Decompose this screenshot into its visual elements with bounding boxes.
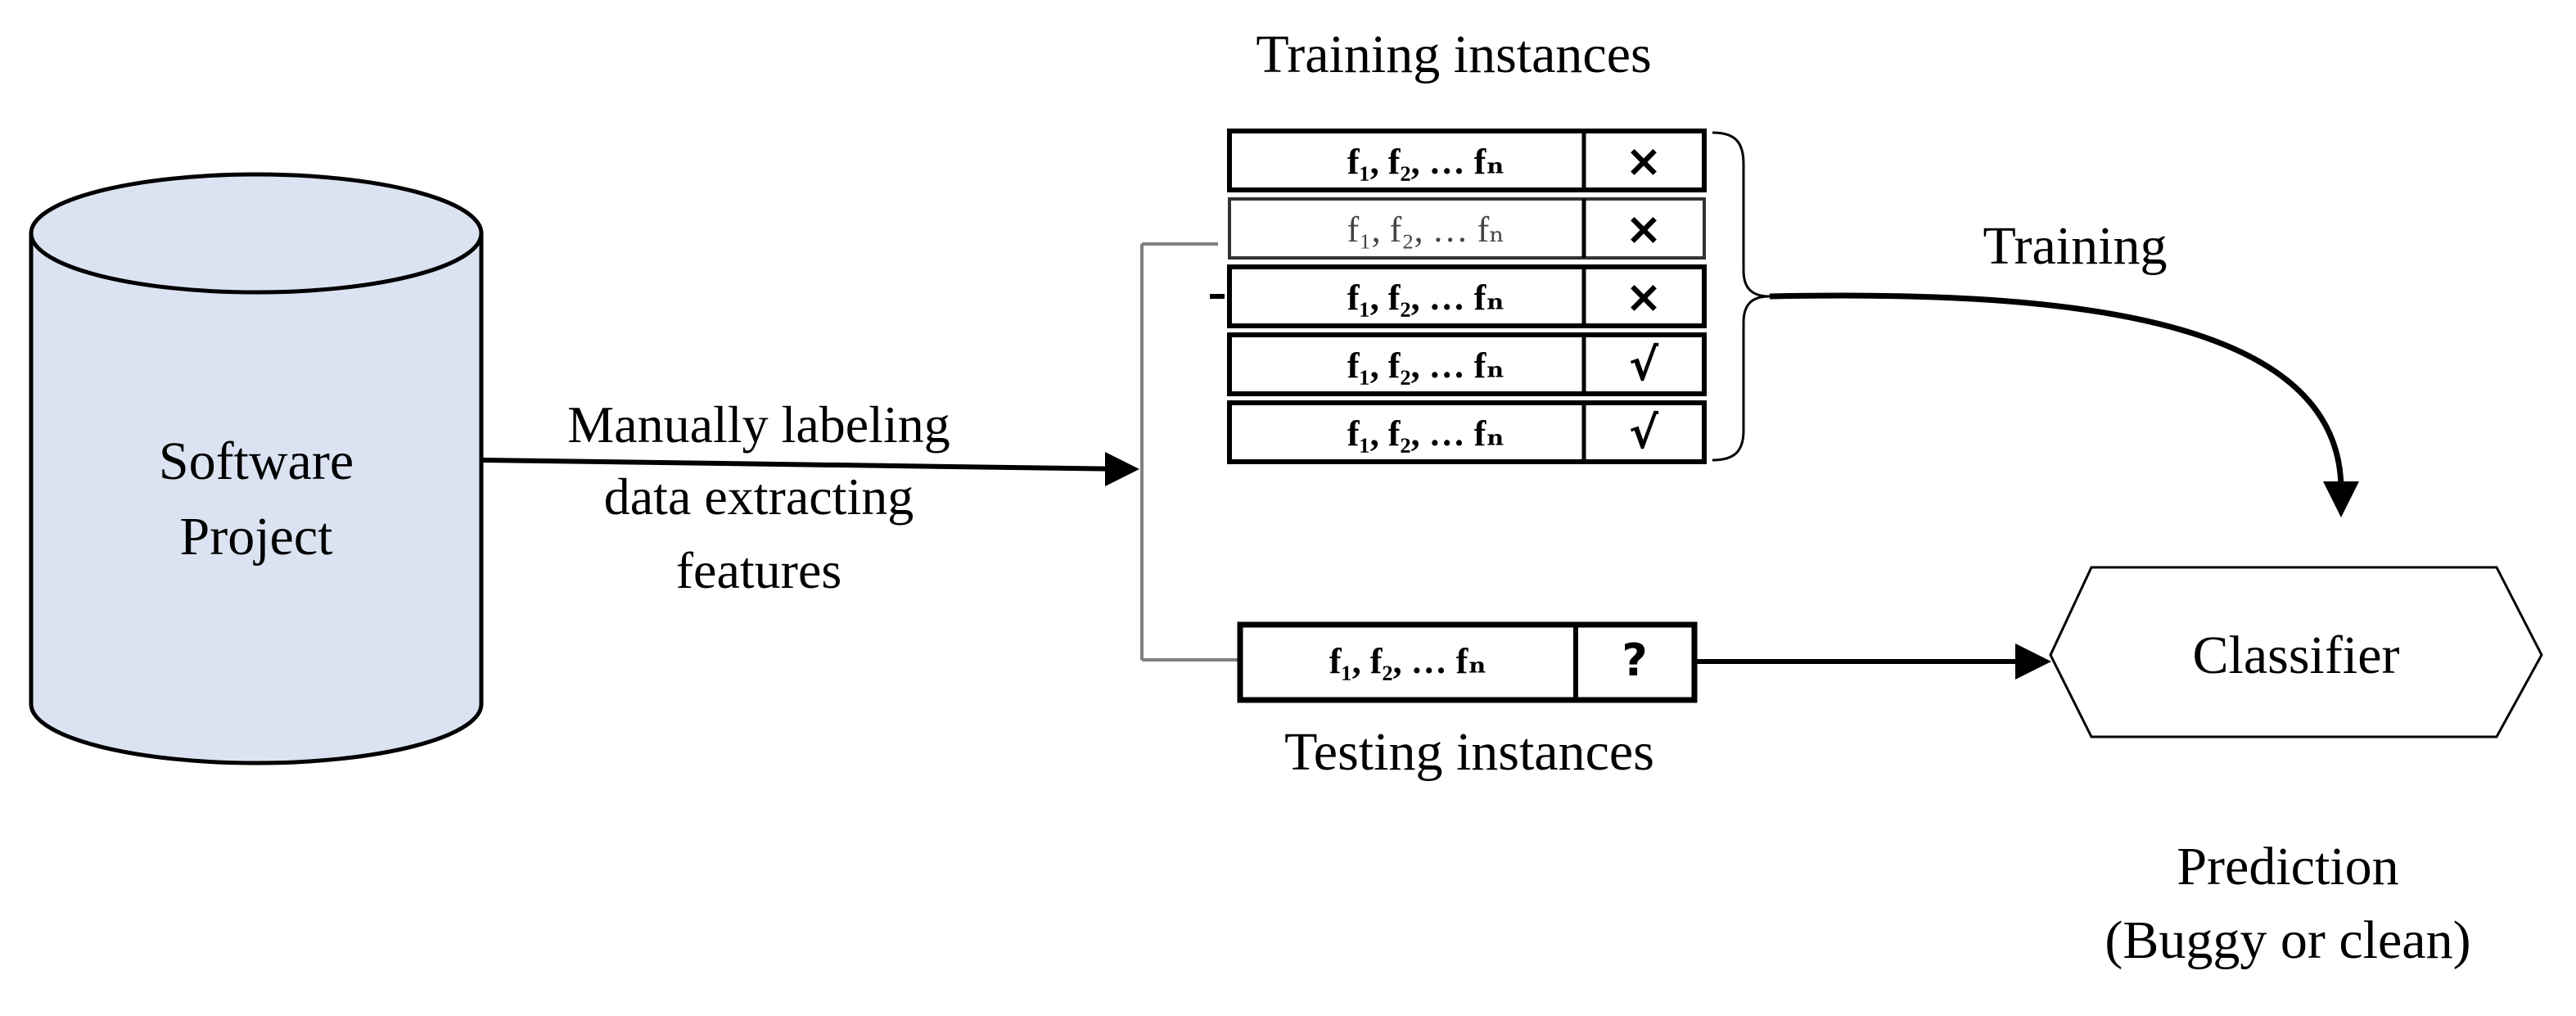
labeling-arrowhead xyxy=(1105,452,1139,486)
process-label-line3: features xyxy=(676,541,842,599)
cylinder-top xyxy=(29,172,484,295)
testing-arrowhead xyxy=(2015,643,2051,680)
training-row-features: f₁, f₂, … fₙ xyxy=(1347,278,1505,318)
training-arrow xyxy=(1769,292,2359,517)
project-label-line1: Software xyxy=(159,431,354,491)
split-connector xyxy=(1140,242,1240,662)
clean-check-icon: √ xyxy=(1629,339,1659,391)
project-label-line2: Project xyxy=(180,507,333,567)
clean-check-icon: √ xyxy=(1629,407,1659,458)
labeling-arrow xyxy=(482,452,1139,486)
unknown-label-icon: ? xyxy=(1622,634,1647,686)
testing-instances-title: Testing instances xyxy=(1284,722,1654,782)
training-row: f₁, f₂, … fₙ √ xyxy=(1227,400,1707,464)
prediction-label-line2: (Buggy or clean) xyxy=(2105,910,2470,970)
testing-instance-row: f₁, f₂, … fₙ ? xyxy=(1237,621,1698,703)
classifier-label: Classifier xyxy=(2193,625,2400,685)
training-row-features: f₁, f₂, … fₙ xyxy=(1347,210,1505,250)
training-row: f₁, f₂, … fₙ × xyxy=(1228,197,1706,260)
training-row: f₁, f₂, … fₙ × xyxy=(1227,129,1707,192)
training-arrow-label: Training xyxy=(1983,216,2168,276)
software-project-database: Software Project xyxy=(29,172,484,765)
buggy-mark-icon: × xyxy=(1625,271,1662,323)
testing-row-features: f₁, f₂, … fₙ xyxy=(1329,641,1487,681)
cylinder-body xyxy=(29,233,484,765)
training-row: f₁, f₂, … fₙ √ xyxy=(1227,332,1707,396)
prediction-label-line1: Prediction xyxy=(2177,837,2398,896)
training-instances-title: Training instances xyxy=(1256,25,1651,84)
testing-arrow xyxy=(1696,643,2051,680)
training-group-brace xyxy=(1712,131,1771,462)
training-arrowhead xyxy=(2323,481,2359,517)
training-row: f₁, f₂, … fₙ × xyxy=(1227,264,1707,328)
classifier-node: Classifier xyxy=(2049,566,2543,738)
process-label-line2: data extracting xyxy=(604,467,914,526)
training-instances-table: f₁, f₂, … fₙ × f₁, f₂, … fₙ × f₁, f₂, … … xyxy=(1227,129,1707,464)
process-label-line1: Manually labeling xyxy=(567,395,950,454)
buggy-mark-icon: × xyxy=(1625,135,1662,187)
training-row-features: f₁, f₂, … fₙ xyxy=(1347,345,1505,386)
training-row-features: f₁, f₂, … fₙ xyxy=(1347,142,1505,182)
buggy-mark-icon: × xyxy=(1625,203,1662,255)
training-row-features: f₁, f₂, … fₙ xyxy=(1347,413,1505,454)
